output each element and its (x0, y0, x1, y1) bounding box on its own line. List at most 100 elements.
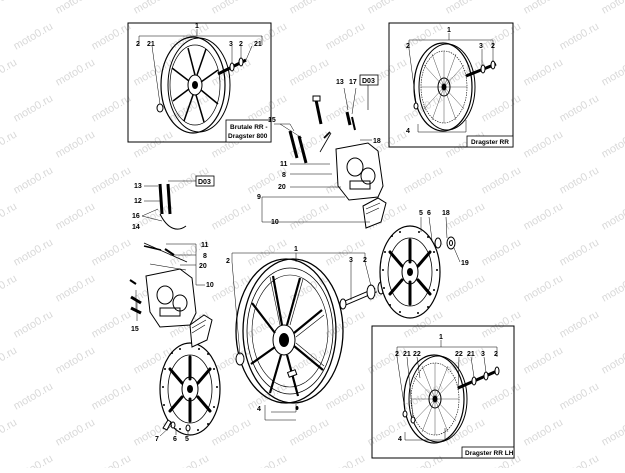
callout: 21 (403, 351, 411, 358)
watermark-text: moto0.ru (90, 164, 134, 196)
watermark-text: moto0.ru (324, 92, 368, 124)
callout: 15 (268, 117, 276, 124)
watermark-text: moto0.ru (288, 0, 332, 17)
watermark-text: moto0.ru (0, 272, 19, 304)
watermark-text: moto0.ru (288, 200, 332, 232)
watermark-text: moto0.ru (12, 20, 56, 52)
callout: 9 (257, 194, 261, 201)
watermark-text: moto0.ru (324, 452, 368, 468)
watermark-text: moto0.ru (324, 236, 368, 268)
watermark-text: moto0.ru (54, 56, 98, 88)
watermark-text: moto0.ru (444, 200, 488, 232)
watermark-text: moto0.ru (12, 92, 56, 124)
ref-label: D03 (198, 179, 211, 186)
watermark-text: moto0.ru (54, 416, 98, 448)
watermark-text: moto0.ru (132, 128, 176, 160)
callout: 18 (373, 138, 381, 145)
watermark-text: moto0.ru (12, 236, 56, 268)
panel-label: Brutale RR - (230, 124, 268, 131)
callout: 2 (395, 351, 399, 358)
callout: 20 (199, 263, 207, 270)
callout: 1 (195, 23, 199, 30)
watermark-text: moto0.ru (444, 0, 488, 17)
watermark-text: moto0.ru (480, 236, 524, 268)
callout: 21 (254, 41, 262, 48)
watermark-text: moto0.ru (246, 452, 290, 468)
watermark-text: moto0.ru (90, 236, 134, 268)
callout: 3 (479, 43, 483, 50)
watermark-text: moto0.ru (12, 164, 56, 196)
watermark-text: moto0.ru (0, 128, 19, 160)
watermark-text: moto0.ru (246, 20, 290, 52)
watermark-text: moto0.ru (0, 416, 19, 448)
watermark-text: moto0.ru (210, 272, 254, 304)
watermark-text: moto0.ru (168, 452, 212, 468)
callout: 5 (419, 210, 423, 217)
callout: 2 (136, 41, 140, 48)
panel-label: Dragster RR LH (465, 450, 514, 457)
watermark-text: moto0.ru (480, 164, 524, 196)
watermark-text: moto0.ru (0, 56, 19, 88)
callout: 2 (406, 43, 410, 50)
callout: 22 (413, 351, 421, 358)
watermark-text: moto0.ru (600, 272, 625, 304)
watermark-text: moto0.ru (480, 380, 524, 412)
watermark-text: moto0.ru (0, 344, 19, 376)
watermark-text: moto0.ru (288, 416, 332, 448)
watermark-text: moto0.ru (600, 128, 625, 160)
callout: 7 (155, 436, 159, 443)
watermark-text: moto0.ru (558, 92, 602, 124)
watermark-text: moto0.ru (12, 380, 56, 412)
watermark-text: moto0.ru (558, 236, 602, 268)
watermark-text: moto0.ru (366, 0, 410, 17)
watermark-text: moto0.ru (324, 20, 368, 52)
watermark-text: moto0.ru (246, 380, 290, 412)
callout: 14 (132, 224, 140, 231)
watermark-text: moto0.ru (480, 308, 524, 340)
callout: 1 (439, 334, 443, 341)
callout: 2 (239, 41, 243, 48)
callout: 10 (271, 219, 279, 226)
callout: 16 (132, 213, 140, 220)
callout: 3 (349, 257, 353, 264)
watermark-text: moto0.ru (132, 0, 176, 17)
callout: 19 (461, 260, 469, 267)
watermark-text: moto0.ru (210, 0, 254, 17)
callout: 6 (427, 210, 431, 217)
watermark-text: moto0.ru (90, 380, 134, 412)
watermark-text: moto0.ru (600, 416, 625, 448)
watermark-text: moto0.ru (600, 344, 625, 376)
watermark-text: moto0.ru (246, 164, 290, 196)
watermark-text: moto0.ru (210, 416, 254, 448)
callout: 8 (203, 253, 207, 260)
watermark-text: moto0.ru (558, 452, 602, 468)
watermark-text: moto0.ru (444, 416, 488, 448)
watermark-text: moto0.ru (54, 272, 98, 304)
watermark-text: moto0.ru (600, 56, 625, 88)
watermark-text: moto0.ru (288, 56, 332, 88)
callout: 3 (229, 41, 233, 48)
watermark-text: moto0.ru (480, 92, 524, 124)
callout: 2 (363, 257, 367, 264)
callout: 13 (336, 79, 344, 86)
callout: 17 (349, 79, 357, 86)
callout: 11 (201, 242, 209, 249)
watermark-text: moto0.ru (54, 344, 98, 376)
watermark-text: moto0.ru (0, 200, 19, 232)
watermark-text: moto0.ru (90, 308, 134, 340)
watermark-text: moto0.ru (480, 20, 524, 52)
callout: 6 (173, 436, 177, 443)
callout: 5 (185, 436, 189, 443)
callout: 22 (455, 351, 463, 358)
panel-label: Dragster 800 (228, 133, 268, 140)
watermark-text: moto0.ru (558, 308, 602, 340)
watermark-text: moto0.ru (522, 272, 566, 304)
watermark-text: moto0.ru (522, 56, 566, 88)
callout: 1 (447, 27, 451, 34)
watermark-text: moto0.ru (90, 452, 134, 468)
callout: 11 (280, 161, 288, 168)
watermark-text: moto0.ru (444, 344, 488, 376)
watermark-text: moto0.ru (0, 0, 19, 17)
watermark-text: moto0.ru (522, 128, 566, 160)
callout: 1 (294, 246, 298, 253)
